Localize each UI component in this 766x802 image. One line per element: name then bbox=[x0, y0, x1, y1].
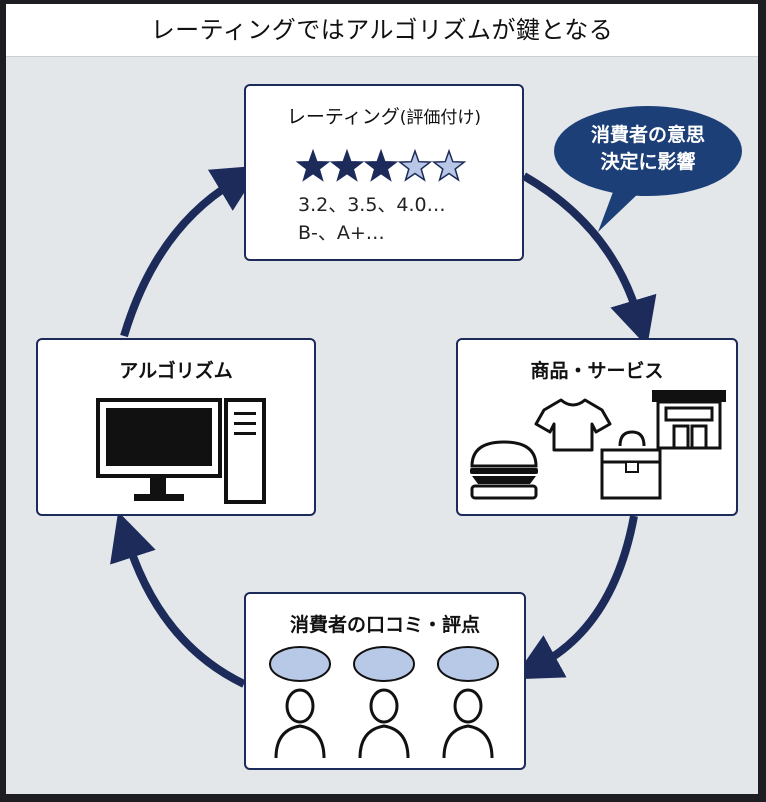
speech-bubble-line1: 消費者の意思 bbox=[590, 124, 705, 146]
person-icon bbox=[274, 688, 494, 759]
speech-bubble-text: 消費者の意思 決定に影響 bbox=[554, 122, 742, 176]
star-empty-icon bbox=[397, 148, 433, 182]
products-icons bbox=[470, 390, 726, 500]
arrow-reviews-to-algorithm bbox=[110, 511, 246, 688]
title-bar: レーティングではアルゴリズムが鍵となる bbox=[6, 4, 758, 57]
handbag-icon bbox=[600, 430, 662, 500]
star-filled-icon bbox=[296, 148, 331, 182]
star-filled-icon bbox=[363, 148, 399, 182]
review-bubble-icon bbox=[269, 646, 499, 682]
arrow-rating-to-products bbox=[522, 172, 657, 347]
algorithm-box-title: アルゴリズム bbox=[119, 360, 233, 382]
star-empty-icon bbox=[431, 148, 467, 182]
rating-values-line1: 3.2、3.5、4.0… bbox=[298, 194, 446, 216]
products-box: 商品・サービス bbox=[456, 338, 738, 516]
reviews-box: 消費者の口コミ・評点 bbox=[244, 592, 526, 770]
reviews-box-title: 消費者の口コミ・評点 bbox=[289, 614, 480, 636]
products-box-title: 商品・サービス bbox=[530, 360, 664, 382]
influence-speech-bubble bbox=[554, 106, 742, 232]
rating-title-text: レーティング bbox=[286, 106, 400, 128]
cycle-arrows bbox=[110, 106, 742, 688]
hamburger-icon bbox=[470, 440, 538, 500]
reviewers-illustration bbox=[269, 646, 499, 759]
diagram-title: レーティングではアルゴリズムが鍵となる bbox=[150, 16, 614, 44]
speech-bubble-line2: 決定に影響 bbox=[600, 151, 696, 173]
rating-values-line2: B-、A+… bbox=[298, 222, 385, 244]
star-filled-icon bbox=[329, 148, 365, 182]
arrow-products-to-reviews bbox=[512, 515, 638, 680]
rating-box: レーティング(評価付け) 3.2、3.5、4.0… B-、A+… bbox=[244, 84, 524, 261]
tshirt-icon bbox=[534, 398, 612, 452]
diagram-frame: レーティングではアルゴリズムが鍵となる 消費者の意思 決定に影響 レーティング(… bbox=[6, 4, 758, 794]
store-icon bbox=[652, 390, 726, 450]
rating-box-title: レーティング(評価付け) bbox=[246, 102, 522, 129]
star-rating bbox=[296, 148, 467, 182]
arrow-algorithm-to-rating bbox=[120, 165, 262, 338]
rating-title-note: (評価付け) bbox=[399, 108, 482, 128]
algorithm-box: アルゴリズム bbox=[36, 338, 316, 516]
computer-icon bbox=[96, 398, 266, 504]
